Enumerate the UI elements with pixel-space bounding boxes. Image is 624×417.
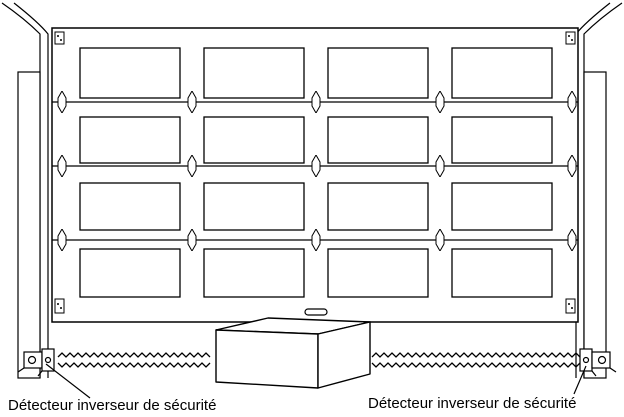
left-sensor-label: Détecteur inverseur de sécurité: [8, 397, 217, 414]
left-invisible-beam: [57, 352, 211, 368]
window-row-3: [79, 182, 553, 231]
corner-brackets: [54, 31, 576, 314]
window-panel: [203, 182, 305, 231]
window-panel: [79, 182, 181, 231]
window-row-4: [79, 248, 553, 298]
window-panel: [327, 116, 429, 164]
right-sensor-label: Détecteur inverseur de sécurité: [368, 395, 577, 412]
box-front: [215, 329, 319, 389]
box-obstacle: [215, 317, 371, 389]
window-row-1: [79, 47, 553, 99]
window-panel: [451, 116, 553, 164]
left-safety-sensor: [17, 348, 55, 377]
corner-bracket: [54, 298, 65, 314]
garage-door: [51, 27, 579, 323]
bolt-dots: [57, 35, 573, 309]
window-panel: [327, 248, 429, 298]
right-invisible-beam: [371, 352, 581, 368]
window-panel: [451, 248, 553, 298]
window-panel: [79, 47, 181, 99]
window-panel: [451, 182, 553, 231]
window-panel: [327, 47, 429, 99]
window-panel: [79, 248, 181, 298]
box-side: [317, 321, 371, 389]
window-panel: [79, 116, 181, 164]
door-handle: [304, 308, 328, 316]
right-safety-sensor: [579, 348, 617, 377]
left-track: [1, 2, 49, 378]
window-panel: [327, 182, 429, 231]
corner-bracket: [54, 31, 65, 45]
window-row-2: [79, 116, 553, 164]
corner-bracket: [565, 31, 576, 45]
window-panel: [451, 47, 553, 99]
window-panel: [203, 248, 305, 298]
corner-bracket: [565, 298, 576, 314]
left-leader-line: [45, 363, 91, 399]
window-panel: [203, 47, 305, 99]
callout-leaders: [45, 363, 587, 399]
left-jamb: [17, 71, 41, 379]
right-jamb: [583, 71, 607, 379]
right-leader-line: [573, 365, 587, 395]
window-panel: [203, 116, 305, 164]
